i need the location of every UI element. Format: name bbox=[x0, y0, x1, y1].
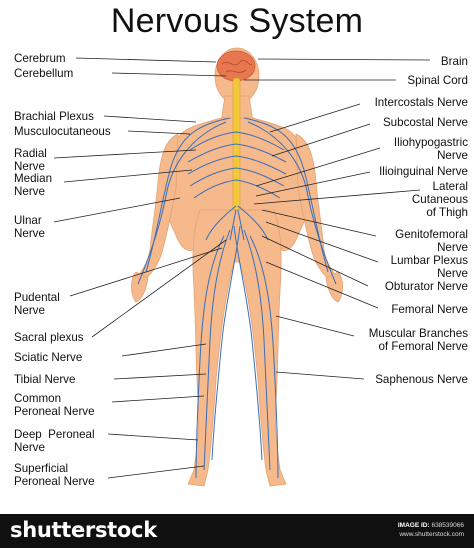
label-lumbar-plexus-nerve: Lumbar Plexus Nerve bbox=[391, 254, 468, 280]
label-line: Muscular Branches bbox=[368, 327, 468, 340]
label-line: Median bbox=[14, 172, 53, 185]
image-id-label: IMAGE ID: bbox=[397, 522, 430, 529]
label-line: Pudental bbox=[14, 291, 60, 304]
leader-lines bbox=[53, 57, 431, 479]
label-tibial-nerve: Tibial Nerve bbox=[14, 373, 76, 386]
label-obturator-nerve: Obturator Nerve bbox=[384, 280, 468, 293]
label-line: Peroneal Nerve bbox=[14, 405, 95, 418]
label-subcostal-nerve: Subcostal Nerve bbox=[382, 116, 468, 129]
label-muscular-branches: Muscular Branches of Femoral Nerve bbox=[369, 327, 468, 353]
label-pudental-nerve: Pudental Nerve bbox=[14, 291, 60, 317]
label-line: Nerve bbox=[14, 160, 45, 173]
label-cerebellum: Cerebellum bbox=[14, 67, 74, 80]
label-line: Nerve bbox=[14, 227, 45, 240]
label-brain: Brain bbox=[440, 55, 468, 68]
label-spinal-cord: Spinal Cord bbox=[407, 74, 468, 87]
label-genitofemoral-nerve: Genitofemoral Nerve bbox=[395, 228, 468, 254]
label-deep-peroneal-nerve: Deep Peroneal Nerve bbox=[14, 428, 95, 454]
brand-logo: shutterstock bbox=[10, 518, 157, 542]
label-line: Common bbox=[14, 392, 62, 405]
label-sacral-plexus: Sacral plexus bbox=[14, 331, 84, 344]
label-line: Cutaneous bbox=[411, 193, 468, 206]
label-line: Nerve bbox=[14, 441, 45, 454]
label-lateral-cutaneous-thigh: Lateral Cutaneous of Thigh bbox=[412, 180, 468, 219]
label-line: Deep Peroneal bbox=[14, 428, 95, 441]
label-line: Genitofemoral bbox=[395, 228, 468, 241]
label-line: Nerve bbox=[437, 241, 468, 254]
label-brachial-plexus: Brachial Plexus bbox=[14, 110, 94, 123]
label-median-nerve: Median Nerve bbox=[14, 172, 52, 198]
label-line: Nerve bbox=[437, 149, 468, 162]
label-line: Iliohypogastric bbox=[393, 136, 468, 149]
site-url: www.shutterstock.com bbox=[399, 531, 464, 538]
label-line: Nerve bbox=[14, 185, 45, 198]
label-saphenous-nerve: Saphenous Nerve bbox=[375, 373, 468, 386]
label-musculocutaneous: Musculocutaneous bbox=[14, 125, 111, 138]
label-line: Peroneal Nerve bbox=[14, 475, 95, 488]
footer-bar: shutterstock IMAGE ID: 638539066 www.shu… bbox=[0, 514, 474, 548]
brain-shape bbox=[216, 50, 256, 82]
label-line: Nerve bbox=[14, 304, 45, 317]
label-cerebrum: Cerebrum bbox=[14, 52, 66, 65]
label-line: Nerve bbox=[437, 267, 468, 280]
label-ilioinguinal-nerve: Ilioinguinal Nerve bbox=[379, 165, 468, 178]
nerve-network bbox=[137, 117, 337, 479]
image-meta: IMAGE ID: 638539066 www.shutterstock.com bbox=[398, 521, 464, 539]
label-line: Lumbar Plexus bbox=[390, 254, 468, 267]
image-id: 638539066 bbox=[431, 522, 464, 529]
label-sciatic-nerve: Sciatic Nerve bbox=[14, 351, 83, 364]
label-line: of Thigh bbox=[426, 206, 468, 219]
label-line: Ulnar bbox=[14, 214, 42, 227]
label-ulnar-nerve: Ulnar Nerve bbox=[14, 214, 45, 240]
label-line: Radial bbox=[14, 147, 47, 160]
label-femoral-nerve: Femoral Nerve bbox=[391, 303, 468, 316]
label-radial-nerve: Radial Nerve bbox=[14, 147, 47, 173]
label-line: of Femoral Nerve bbox=[378, 340, 468, 353]
label-line: Superficial bbox=[14, 462, 69, 475]
label-intercostals-nerve: Intercostals Nerve bbox=[374, 96, 468, 109]
label-common-peroneal-nerve: Common Peroneal Nerve bbox=[14, 392, 95, 418]
diagram-title: Nervous System bbox=[110, 2, 364, 40]
label-line: Lateral bbox=[432, 180, 468, 193]
label-superficial-peroneal-nerve: Superficial Peroneal Nerve bbox=[14, 462, 95, 488]
label-iliohypogastric-nerve: Iliohypogastric Nerve bbox=[394, 136, 468, 162]
